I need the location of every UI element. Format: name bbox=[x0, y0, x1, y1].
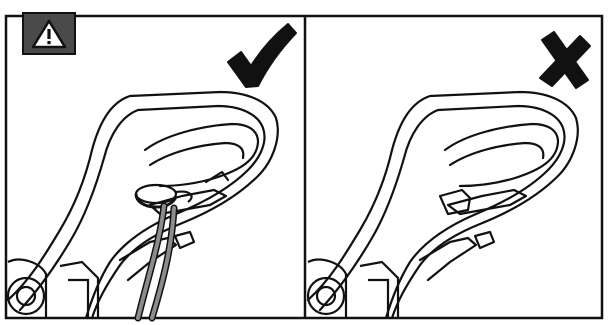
check-mark-icon bbox=[228, 24, 296, 87]
handle-incorrect bbox=[308, 92, 578, 318]
left-panel bbox=[8, 24, 296, 318]
right-panel bbox=[308, 32, 590, 318]
cross-mark-icon bbox=[540, 32, 590, 88]
warning-badge bbox=[22, 12, 76, 55]
warning-triangle-icon bbox=[24, 14, 74, 53]
